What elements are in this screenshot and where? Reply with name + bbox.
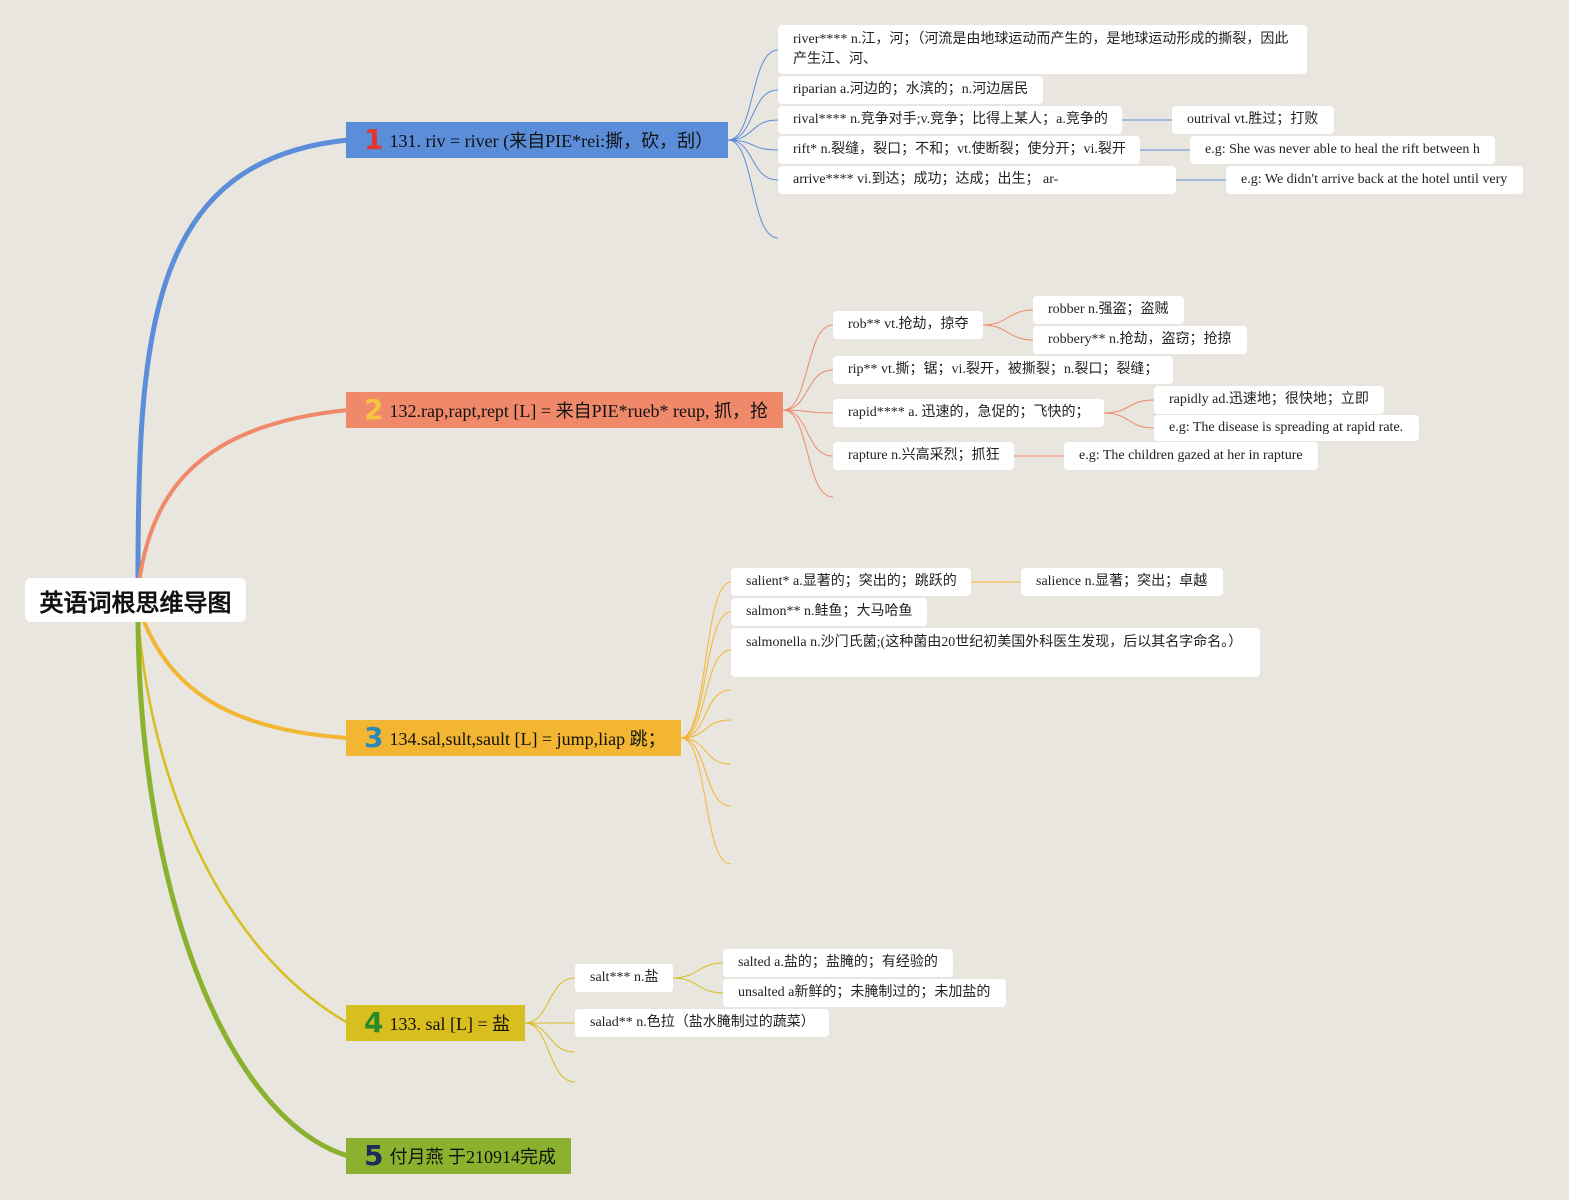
subtopic-rob[interactable]: rob** vt.抢劫，掠夺 [833,311,983,339]
branch-4-topic[interactable]: 4 133. sal [L] = 盐 [346,1005,525,1041]
subtopic-rival[interactable]: rival**** n.竞争对手;v.竞争；比得上某人；a.竞争的 [778,106,1122,134]
subtopic-arrive[interactable]: arrive**** vi.到达；成功；达成；出生； ar- [778,166,1176,194]
subtopic-rift-example[interactable]: e.g: She was never able to heal the rift… [1190,136,1495,164]
branch-5-topic[interactable]: 5 付月燕 于210914完成 [346,1138,571,1174]
branch-4-label: 133. sal [L] = 盐 [389,1014,511,1034]
number-2-icon: 2 [364,393,384,426]
branch-3-topic[interactable]: 3 134.sal,sult,sault [L] = jump,liap 跳； [346,720,681,756]
subtopic-riparian[interactable]: riparian a.河边的；水滨的；n.河边居民 [778,76,1043,104]
subtopic-arrive-example[interactable]: e.g: We didn't arrive back at the hotel … [1226,166,1523,194]
subtopic-rapid[interactable]: rapid**** a. 迅速的，急促的；飞快的； [833,399,1104,427]
subtopic-rapid-example[interactable]: e.g: The disease is spreading at rapid r… [1154,415,1419,441]
branch-3-label: 134.sal,sult,sault [L] = jump,liap 跳； [389,729,666,749]
subtopic-outrival[interactable]: outrival vt.胜过；打败 [1172,106,1334,134]
subtopic-salmon[interactable]: salmon** n.鲑鱼；大马哈鱼 [731,598,927,626]
subtopic-rapture[interactable]: rapture n.兴高采烈；抓狂 [833,442,1014,470]
branch-2-label: 132.rap,rapt,rept [L] = 来自PIE*rueb* reup… [389,401,769,421]
number-1-icon: 1 [364,123,384,156]
number-4-icon: 4 [364,1006,384,1039]
subtopic-rift[interactable]: rift* n.裂缝，裂口；不和；vt.使断裂；使分开；vi.裂开 [778,136,1140,164]
root-topic[interactable]: 英语词根思维导图 [25,578,246,622]
subtopic-rapidly[interactable]: rapidly ad.迅速地；很快地；立即 [1154,386,1384,414]
subtopic-robbery[interactable]: robbery** n.抢劫，盗窃；抢掠 [1033,326,1247,354]
branch-2-topic[interactable]: 2 132.rap,rapt,rept [L] = 来自PIE*rueb* re… [346,392,783,428]
branch-1-topic[interactable]: 1 131. riv = river (来自PIE*rei:撕，砍，刮） [346,122,728,158]
subtopic-unsalted[interactable]: unsalted a新鲜的；未腌制过的；未加盐的 [723,979,1006,1007]
subtopic-river[interactable]: river**** n.江，河；（河流是由地球运动而产生的，是地球运动形成的撕裂… [778,25,1307,74]
branch-5-label: 付月燕 于210914完成 [389,1147,556,1167]
subtopic-salad[interactable]: salad** n.色拉（盐水腌制过的蔬菜） [575,1009,829,1037]
subtopic-salmonella[interactable]: salmonella n.沙门氏菌;(这种菌由20世纪初美国外科医生发现，后以其… [731,628,1260,677]
number-5-icon: 5 [364,1139,384,1172]
subtopic-rip[interactable]: rip** vt.撕；锯；vi.裂开，被撕裂；n.裂口；裂缝； [833,356,1173,384]
subtopic-rapture-example[interactable]: e.g: The children gazed at her in raptur… [1064,442,1318,470]
number-3-icon: 3 [364,721,384,754]
branch-1-label: 131. riv = river (来自PIE*rei:撕，砍，刮） [389,131,714,151]
subtopic-salient[interactable]: salient* a.显著的；突出的；跳跃的 [731,568,971,596]
subtopic-salt[interactable]: salt*** n.盐 [575,964,673,992]
subtopic-robber[interactable]: robber n.强盗；盗贼 [1033,296,1184,324]
subtopic-salted[interactable]: salted a.盐的；盐腌的；有经验的 [723,949,953,977]
subtopic-salience[interactable]: salience n.显著；突出；卓越 [1021,568,1223,596]
root-title: 英语词根思维导图 [39,588,232,617]
